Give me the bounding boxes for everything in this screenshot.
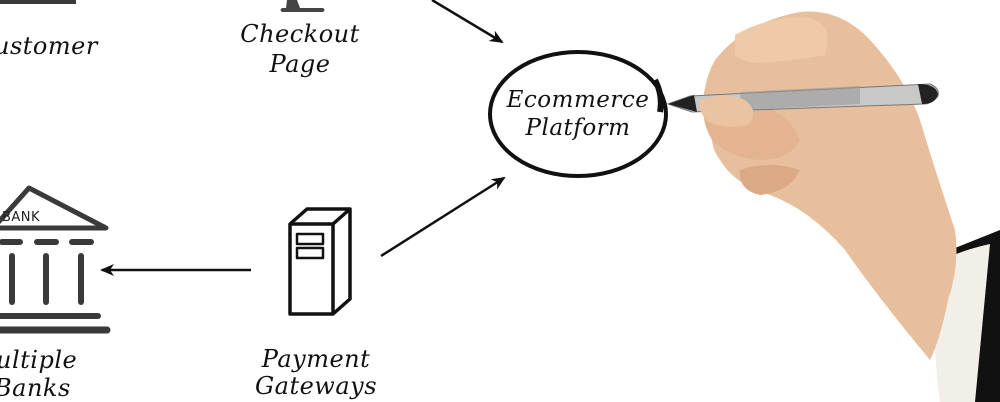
- bank-icon: [0, 185, 111, 334]
- checkout-label-line1: Checkout: [240, 20, 360, 48]
- banks-label-line1: ultiple: [0, 346, 78, 374]
- arrow-gateway-to-platform: [380, 176, 506, 258]
- platform-ellipse: [488, 50, 668, 178]
- gateway-label-line2: Gateways: [254, 372, 378, 400]
- customer-icon: [0, 0, 76, 4]
- gateway-label-line1: Payment: [261, 345, 371, 373]
- banks-label-line2: Banks: [0, 374, 71, 402]
- checkout-label-line2: Page: [269, 50, 331, 78]
- platform-label-line2: Platform: [525, 115, 631, 141]
- customer-label: ustomer: [0, 32, 98, 60]
- platform-label-line1: Ecommerce: [506, 87, 650, 113]
- bank-sign-text: BANK: [2, 210, 41, 225]
- checkout-icon: [280, 0, 325, 12]
- hand-with-pen-illustration: [666, 11, 1000, 402]
- server-icon: [288, 207, 352, 316]
- arrow-checkout-to-platform: [431, 0, 504, 44]
